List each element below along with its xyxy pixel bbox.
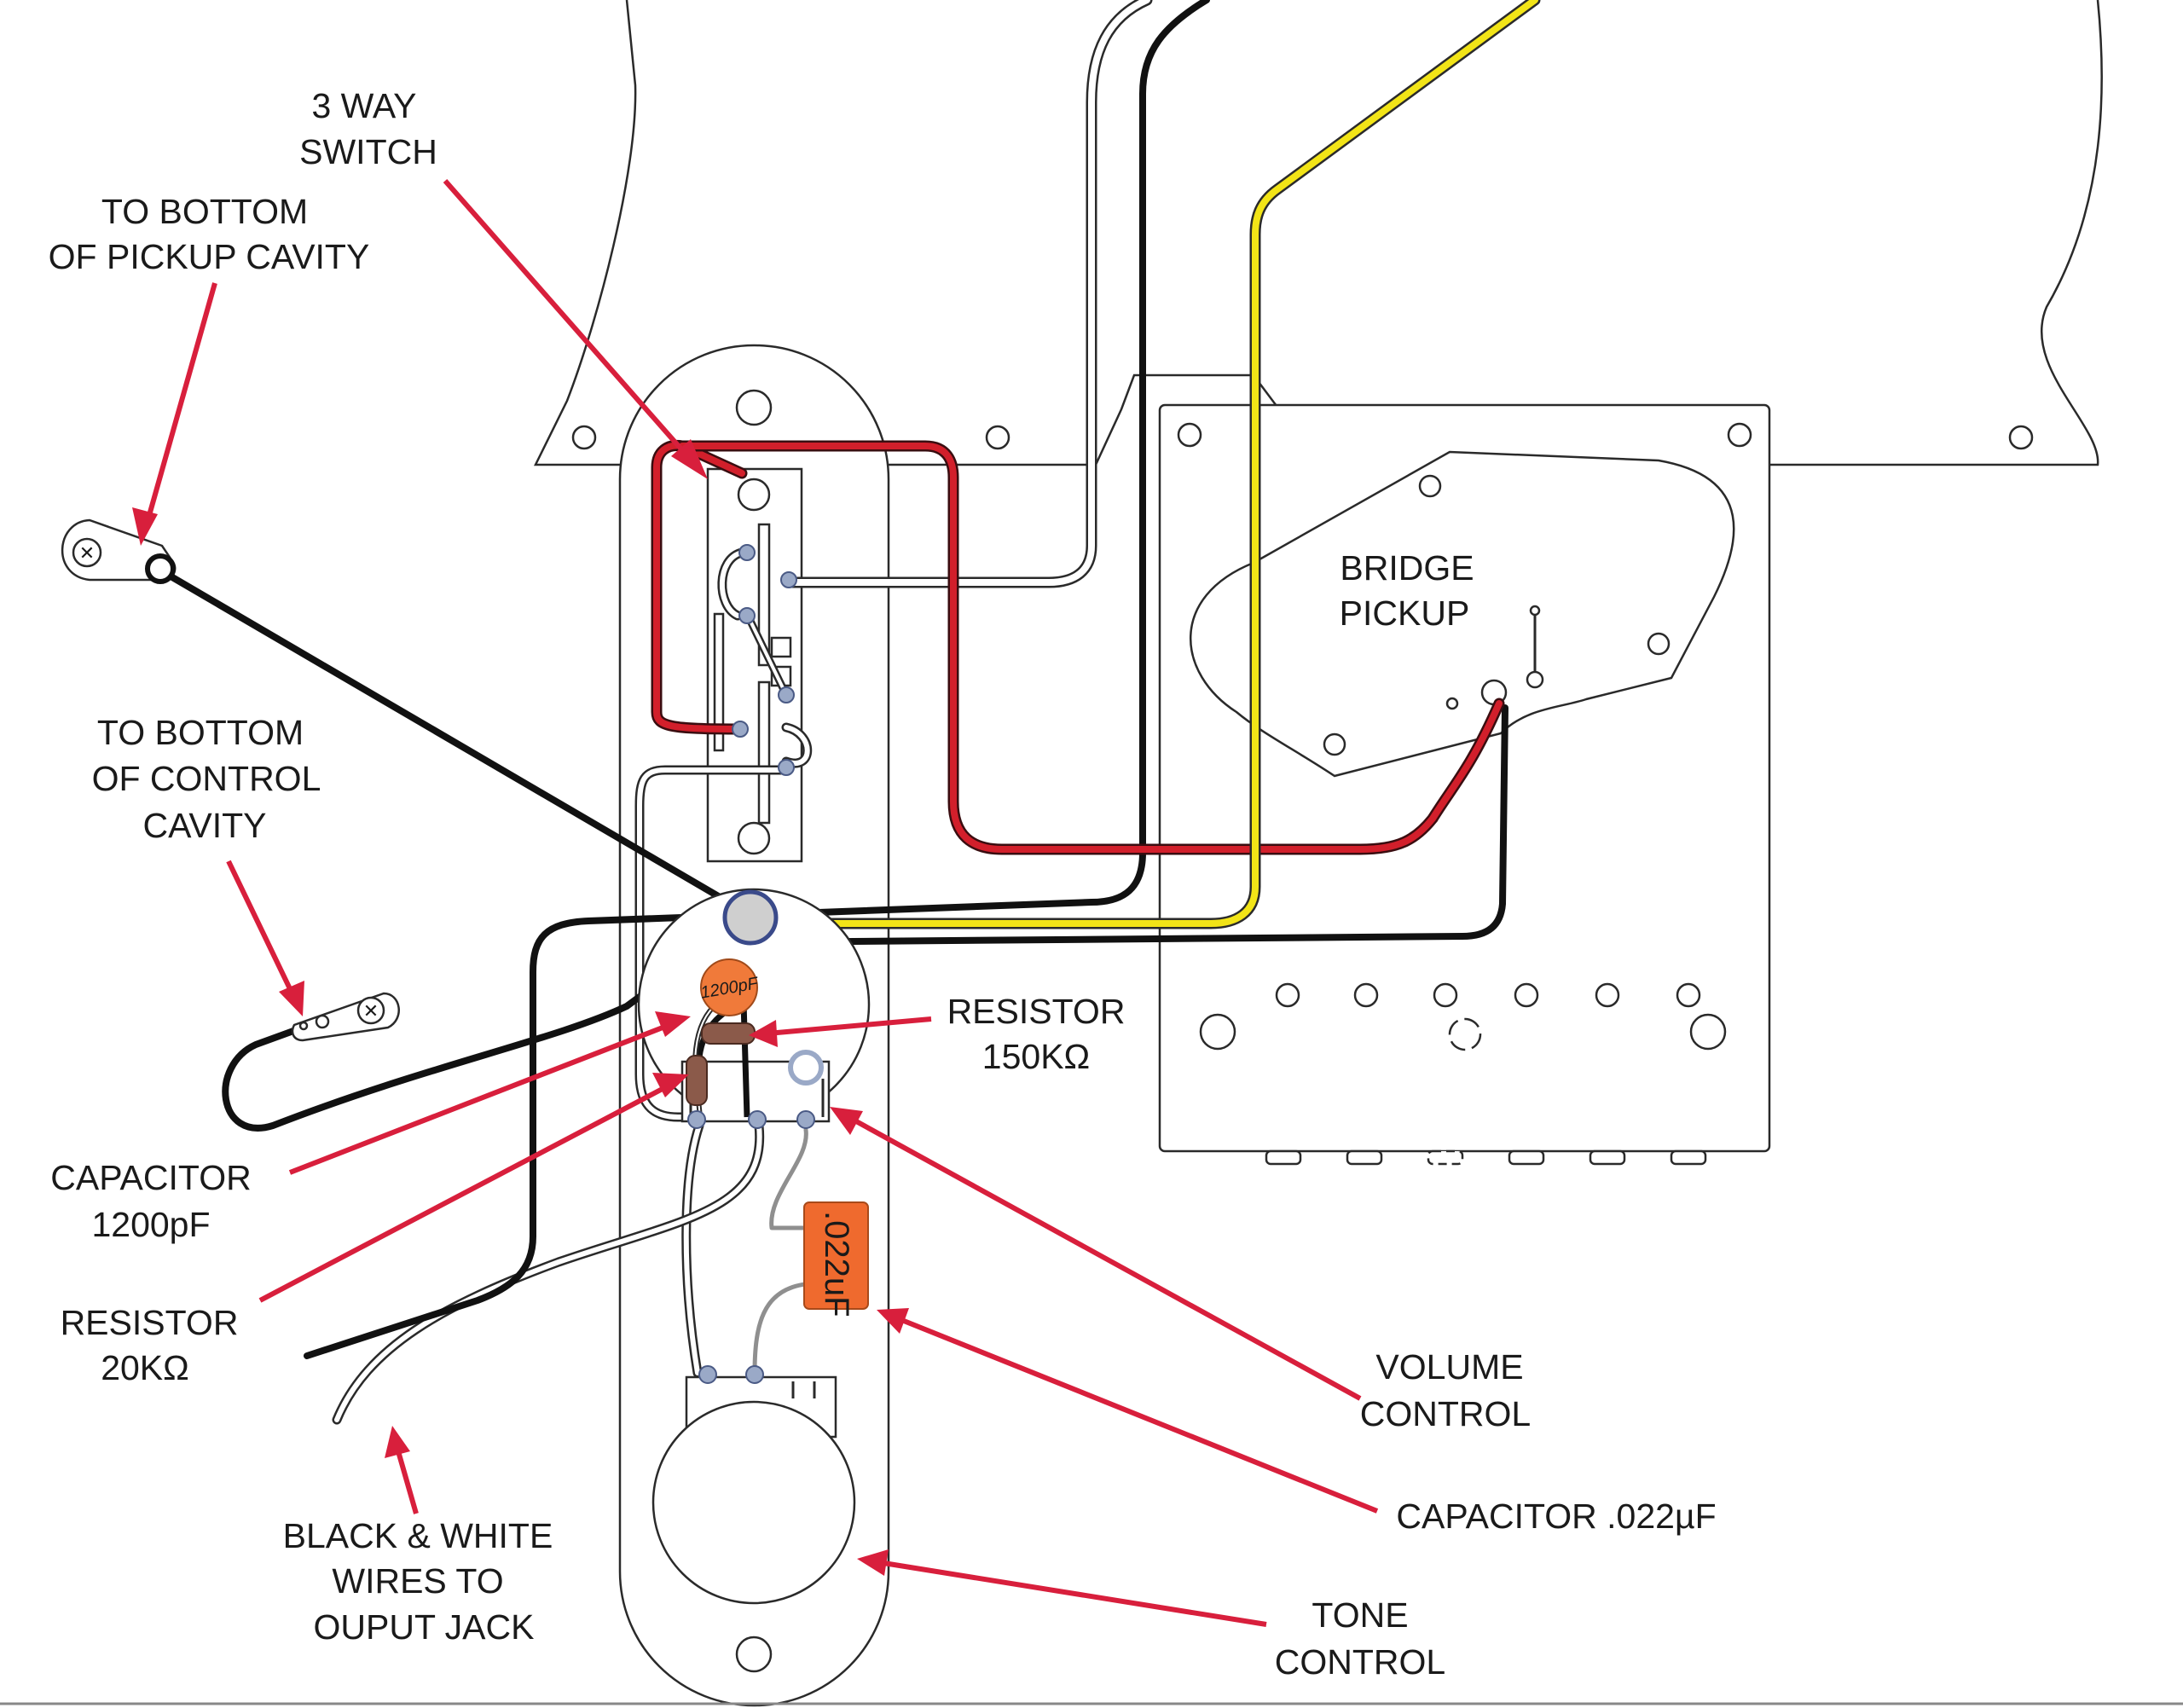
screw-hole-icon [1199, 1013, 1236, 1051]
label-control-cavity-line2: OF CONTROL [92, 759, 321, 798]
label-capacitor-1200pf-line2: 1200pF [91, 1205, 210, 1244]
string-hole-icon [1514, 982, 1539, 1008]
plate-screw-hole-icon [735, 1636, 773, 1673]
volume-pot-components: 1200pF [686, 958, 824, 1126]
label-3-way-switch-line1: 3 WAY [311, 86, 416, 125]
resistor-20k [686, 1055, 708, 1106]
pickguard-outline [533, 0, 2103, 466]
screw-hole-icon [985, 425, 1010, 450]
screw-x-icon: ✕ [79, 542, 95, 564]
string-hole-icon [1595, 982, 1620, 1008]
switch-screw-hole-icon [737, 478, 771, 512]
three-way-switch [706, 467, 803, 863]
tab-eyelet-icon [315, 1014, 330, 1029]
screw-hole-icon [2008, 425, 2034, 450]
label-bridge-pickup-line2: PICKUP [1340, 593, 1470, 633]
tab-eyelet-icon [145, 553, 176, 584]
red-wires [651, 439, 1505, 855]
switch-screw-hole-icon [737, 821, 771, 855]
capacitor-022uf: .022uF [803, 1201, 869, 1317]
label-volume-control-line2: CONTROL [1360, 1394, 1531, 1433]
pot-lug-icon [796, 1110, 815, 1129]
pickup-screw-icon [1323, 732, 1346, 756]
switch-lug-icon [732, 721, 749, 738]
ground-solder-point-icon [722, 889, 779, 946]
label-resistor-20k-line2: 20KΩ [101, 1348, 189, 1387]
label-capacitor-022uf: CAPACITOR .022µF [1396, 1497, 1716, 1536]
label-tone-control-line2: CONTROL [1275, 1642, 1445, 1682]
center-hole-icon [1448, 1017, 1482, 1051]
label-pickup-cavity-line2: OF PICKUP CAVITY [49, 237, 370, 276]
label-resistor-20k-line1: RESISTOR [61, 1303, 239, 1342]
callout-arrows [132, 179, 1379, 1627]
screw-hole-icon [1177, 422, 1202, 448]
label-capacitor-1200pf-line1: CAPACITOR [50, 1158, 251, 1197]
screw-hole-icon [571, 425, 597, 450]
ground-tab-pickup-cavity: ✕ [61, 518, 177, 584]
pot-lug-icon [745, 1365, 764, 1384]
label-resistor-150k-line1: RESISTOR [947, 992, 1126, 1031]
switch-lug-icon [738, 607, 756, 624]
label-volume-control-line1: VOLUME [1375, 1347, 1523, 1387]
saddle-feet [1265, 1149, 1707, 1166]
screw-hole-icon [1689, 1013, 1727, 1051]
pot-lug-icon [687, 1110, 706, 1129]
pickguard-screw-holes [571, 425, 2034, 450]
label-output-jack-line2: WIRES TO [332, 1561, 503, 1601]
plate-screw-hole-icon [735, 389, 773, 426]
capacitor-022uf-marking: .022uF [818, 1211, 855, 1317]
label-pickup-cavity-line1: TO BOTTOM [101, 192, 308, 231]
label-bridge-pickup-line1: BRIDGE [1340, 548, 1474, 588]
label-resistor-150k-line2: 150KΩ [982, 1037, 1090, 1076]
label-control-cavity-line3: CAVITY [142, 806, 266, 845]
white-wires [332, 0, 1153, 1425]
pot-lug-icon [698, 1365, 717, 1384]
label-control-cavity-line1: TO BOTTOM [97, 713, 304, 752]
tone-control [651, 1375, 856, 1605]
label-3-way-switch-line2: SWITCH [299, 132, 437, 171]
resistor-150k [701, 1022, 756, 1045]
yellow-wire [766, 0, 1541, 929]
black-wires [154, 0, 1508, 1359]
label-output-jack-line1: BLACK & WHITE [283, 1516, 553, 1555]
solder-lugs [687, 544, 815, 1384]
switch-lug-icon [780, 571, 797, 588]
label-tone-control-line1: TONE [1312, 1595, 1408, 1635]
switch-lug-icon [738, 544, 756, 561]
screw-x-icon: ✕ [363, 1000, 379, 1022]
labels: 3 WAY SWITCH TO BOTTOM OF PICKUP CAVITY … [49, 86, 1717, 1682]
switch-lug-icon [778, 686, 795, 703]
string-hole-icon [1275, 982, 1300, 1008]
string-hole-icon [1433, 982, 1458, 1008]
string-hole-icon [1676, 982, 1701, 1008]
switch-lug-icon [778, 759, 795, 776]
screw-hole-icon [1727, 422, 1752, 448]
capacitor-1200pf [700, 958, 758, 1016]
pickup-screw-icon [1418, 474, 1442, 498]
pot-lug-icon [748, 1110, 767, 1129]
ground-tab-control-cavity: ✕ [291, 992, 400, 1042]
pickup-screw-icon [1647, 632, 1671, 656]
string-hole-icon [1353, 982, 1379, 1008]
label-output-jack-line3: OUPUT JACK [314, 1607, 535, 1647]
